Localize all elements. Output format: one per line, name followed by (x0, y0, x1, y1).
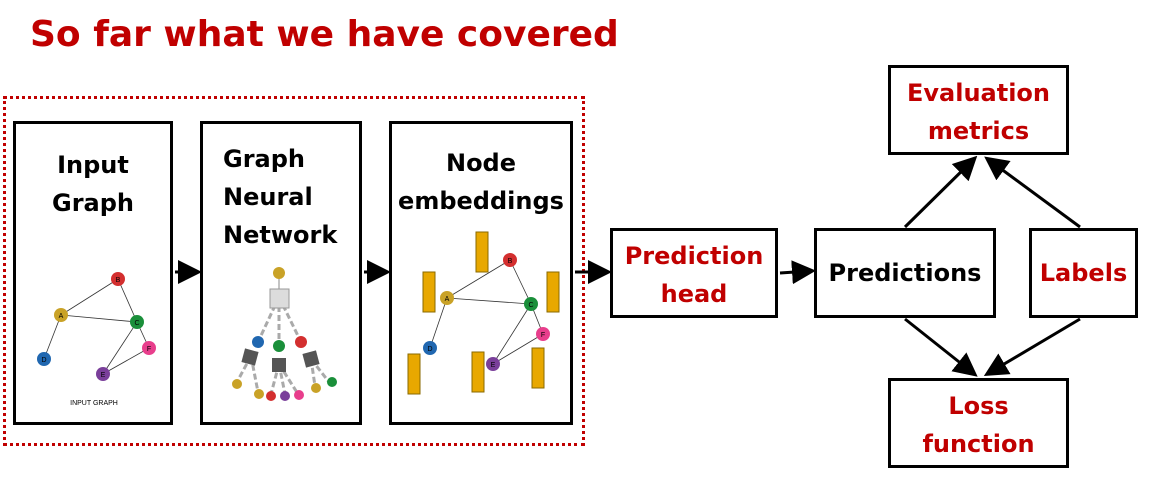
node-embeddings-illustration: A B C D E F (407, 231, 560, 395)
svg-text:A: A (59, 313, 64, 320)
gnn-label: Graph Neural Network (223, 145, 338, 249)
svg-text:E: E (491, 362, 496, 369)
loss-function-label: Loss function (922, 392, 1035, 458)
predictions-label: Predictions (828, 259, 982, 287)
svg-text:B: B (116, 277, 121, 284)
svg-text:C: C (134, 320, 139, 327)
embedding-node-e: E (486, 357, 500, 371)
embedding-node-a: A (440, 291, 454, 305)
prediction-head-box: Prediction head (610, 228, 778, 318)
graph-node-a: A (54, 308, 68, 322)
svg-text:F: F (147, 346, 151, 353)
gnn-computation-graph-illustration (232, 267, 337, 401)
arrow-predictions-to-loss (904, 317, 978, 377)
embedding-node-b: B (503, 253, 517, 267)
svg-text:F: F (541, 332, 545, 339)
input-graph-box: Input Graph A B C D E F INPUT GRAPH (13, 121, 173, 425)
svg-text:B: B (508, 258, 513, 265)
gnn-box: Graph Neural Network (200, 121, 362, 425)
graph-node-f: F (142, 341, 156, 355)
arrow-labels-to-evaluation (984, 156, 1081, 229)
arrow-labels-to-loss (983, 317, 1081, 377)
loss-function-box: Loss function (888, 378, 1069, 468)
graph-node-e: E (96, 367, 110, 381)
input-graph-caption: INPUT GRAPH (70, 400, 118, 407)
graph-node-c: C (130, 315, 144, 329)
graph-node-b: B (111, 272, 125, 286)
svg-text:C: C (528, 302, 533, 309)
slide-title: So far what we have covered (30, 14, 619, 55)
labels-label: Labels (1039, 259, 1128, 287)
node-embeddings-label: Node embeddings (398, 149, 564, 215)
embedding-node-c: C (524, 297, 538, 311)
svg-text:A: A (445, 296, 450, 303)
input-graph-illustration: A B C D E F INPUT GRAPH (37, 272, 156, 407)
evaluation-metrics-box: Evaluation metrics (888, 65, 1069, 155)
evaluation-metrics-label: Evaluation metrics (906, 79, 1050, 145)
labels-box: Labels (1029, 228, 1138, 318)
input-graph-label: Input Graph (52, 151, 134, 217)
prediction-head-label: Prediction head (624, 242, 764, 308)
graph-node-d: D (37, 352, 51, 366)
svg-text:D: D (41, 357, 46, 364)
svg-text:D: D (427, 346, 432, 353)
node-embeddings-box: Node embeddings A B C D E F (389, 121, 573, 425)
arrow-prediction-head-to-predictions (779, 260, 816, 285)
embedding-node-d: D (423, 341, 437, 355)
arrow-predictions-to-evaluation (903, 155, 978, 229)
svg-text:E: E (101, 372, 106, 379)
embedding-node-f: F (536, 327, 550, 341)
